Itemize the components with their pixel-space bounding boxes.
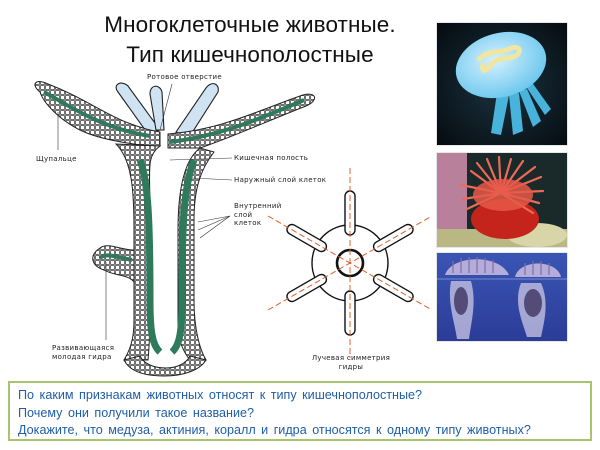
photo-siphonophore [436,252,568,342]
question-1: По каким признакам животных относят к ти… [18,388,423,402]
question-2: Почему они получили такое название? [18,405,255,420]
hydra-section-illustration [34,81,433,377]
hydra-diagram: Ротовое отверстие Щупальце Кишечная поло… [0,60,440,380]
label-radial-symmetry: Лучевая симметрия гидры [311,354,391,371]
label-inner-layer: Внутренний слой клеток [234,202,282,227]
label-mouth: Ротовое отверстие [147,73,222,81]
bud [92,245,135,284]
radial-symmetry-illustration [267,168,433,358]
title-line-1: Многоклеточные животные. [104,12,396,37]
photo-jellyfish [436,22,568,146]
slide-title: Многоклеточные животные. Тип кишечнополо… [60,10,440,70]
label-tentacle: Щупальце [36,155,77,163]
label-gut-cavity: Кишечная полость [234,154,309,162]
upper-tentacles [115,82,219,137]
questions-box: По каким признакам животных относят к ти… [8,381,592,441]
question-3: Докажите, что медуза, актиния, коралл и … [18,423,531,437]
jellyfish-tentacles [491,81,551,135]
photo-sea-anemone [436,152,568,248]
title-line-2: Тип кишечнополостные [126,42,374,67]
hydra-foot [123,355,207,377]
label-developing-bud: Развивающаяся молодая гидра [52,344,115,361]
label-outer-layer: Наружный слой клеток [234,176,327,184]
